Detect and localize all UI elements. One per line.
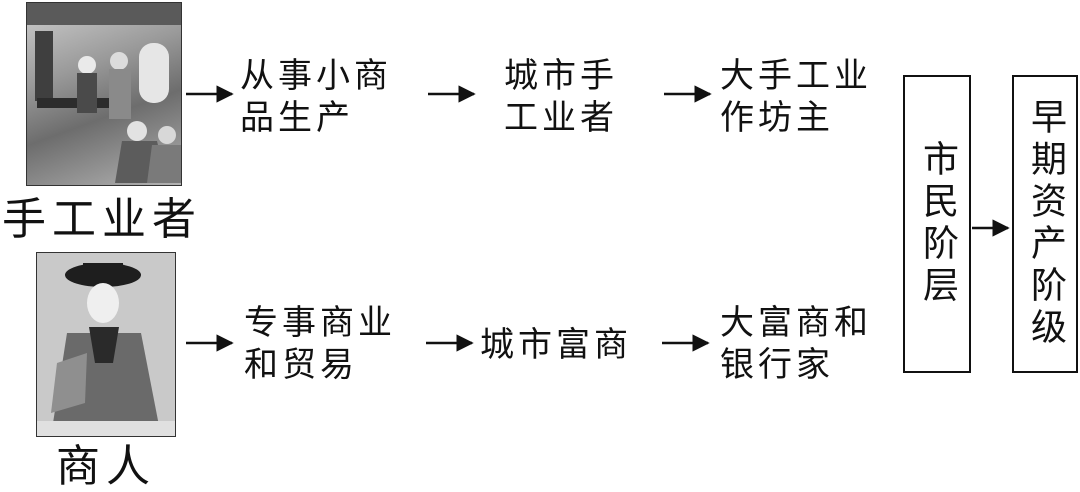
burgher-class-text: 市民阶层 bbox=[917, 140, 958, 308]
artisan-step-3: 大手工业 作坊主 bbox=[720, 56, 872, 138]
artisan-step-1: 从事小商 品生产 bbox=[240, 56, 392, 138]
merchant-step-3: 大富商和 银行家 bbox=[720, 303, 872, 385]
early-bourgeoisie-text: 早期资产阶级 bbox=[1025, 98, 1066, 350]
early-bourgeoisie-box: 早期资产阶级 bbox=[1012, 75, 1078, 373]
artisan-label: 手工业者 bbox=[2, 194, 202, 245]
artisan-illustration bbox=[26, 2, 182, 186]
merchant-portrait bbox=[36, 252, 176, 437]
merchant-label: 商人 bbox=[56, 441, 156, 492]
artisan-step-2: 城市手 工业者 bbox=[504, 56, 618, 138]
merchant-step-1: 专事商业 和贸易 bbox=[244, 303, 396, 385]
burgher-class-box: 市民阶层 bbox=[903, 75, 971, 373]
merchant-step-2: 城市富商 bbox=[480, 325, 632, 365]
